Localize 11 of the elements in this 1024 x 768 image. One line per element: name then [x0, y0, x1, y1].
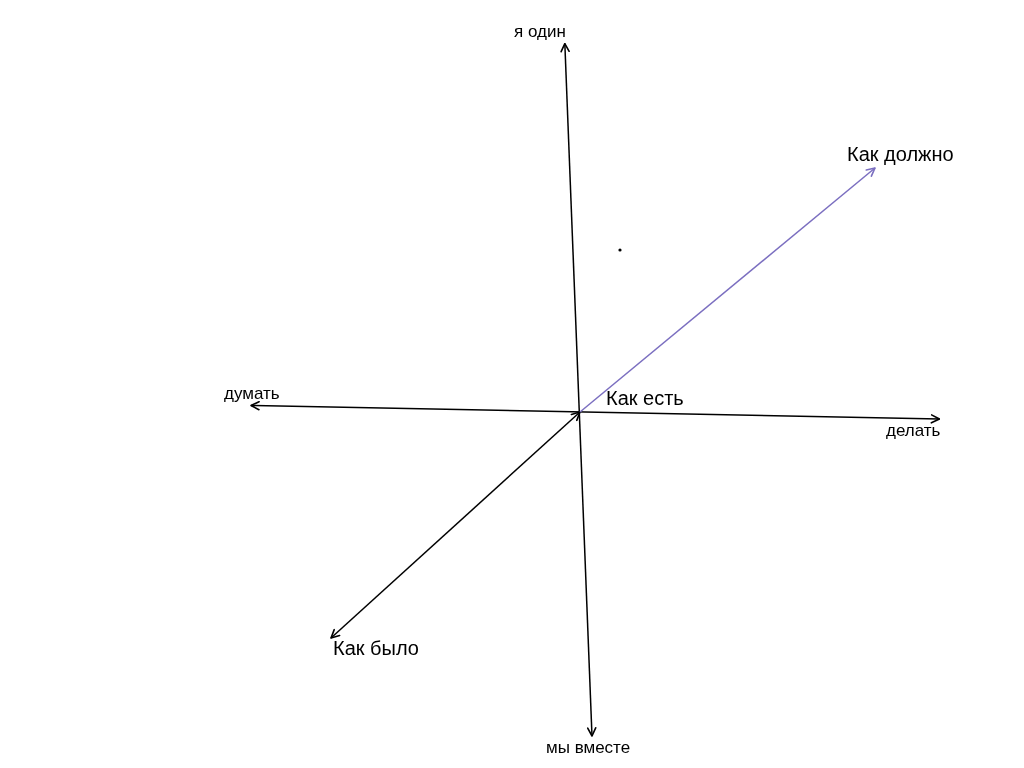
axis-label: мы вместе: [546, 738, 631, 758]
double-arrow: [330, 411, 581, 639]
axis-label: думать: [224, 384, 280, 404]
point-label: Как есть: [606, 387, 684, 410]
arrow: [579, 167, 876, 413]
double-arrow: [250, 400, 941, 424]
axis-label: делать: [886, 421, 941, 441]
arrow-label: Как было: [333, 637, 419, 660]
axis-label: я один: [514, 22, 566, 42]
double-arrow: [560, 42, 597, 737]
arrow-label: Как должно: [847, 143, 954, 166]
